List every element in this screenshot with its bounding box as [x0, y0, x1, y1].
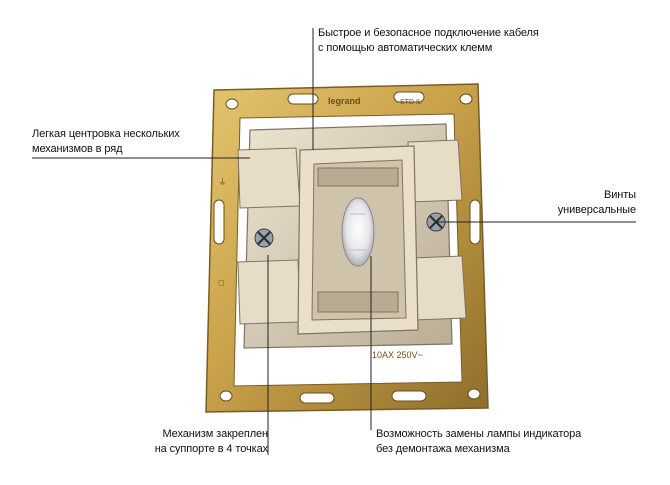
brand-stamp: legrand [328, 96, 361, 106]
callout-text: без демонтажа механизма [376, 443, 510, 455]
callout-lamp-replacement: Возможность замены лампы индикатора без … [376, 427, 581, 457]
plate-hole-icon [459, 93, 473, 105]
svg-text:⏚: ⏚ [218, 177, 227, 187]
plate-hole-icon [219, 390, 233, 402]
callout-text: универсальные [557, 204, 636, 216]
code-stamp: STD IL [400, 99, 422, 106]
callout-text: Быстрое и безопасное подключение кабеля [318, 27, 539, 39]
callout-centering: Легкая центровка нескольких механизмов в… [32, 127, 180, 157]
svg-text:◻: ◻ [218, 278, 225, 287]
callout-cable-connection: Быстрое и безопасное подключение кабеля … [318, 26, 539, 56]
callout-screws: Винты универсальные [558, 188, 636, 218]
switch-mechanism: 10AX 250V~ [237, 123, 467, 360]
indicator-lamp-icon [341, 197, 375, 267]
rating-marking: 10AX 250V~ [372, 350, 423, 360]
callout-fixing-points: Механизм закреплен на суппорте в 4 точка… [155, 427, 268, 457]
callout-text: с помощью автоматических клемм [318, 42, 493, 54]
plate-hole-icon [225, 98, 239, 110]
callout-text: Возможность замены лампы индикатора [376, 428, 582, 440]
callout-text: на суппорте в 4 точках [154, 443, 268, 455]
callout-text: механизмов в ряд [32, 143, 123, 155]
callout-text: Механизм закреплен [162, 428, 268, 440]
callout-text: Винты [603, 189, 636, 201]
callout-text: Легкая центровка нескольких [32, 128, 180, 140]
screw-icon [254, 228, 274, 248]
leader-lines [32, 28, 636, 455]
plate-hole-icon [467, 388, 481, 400]
